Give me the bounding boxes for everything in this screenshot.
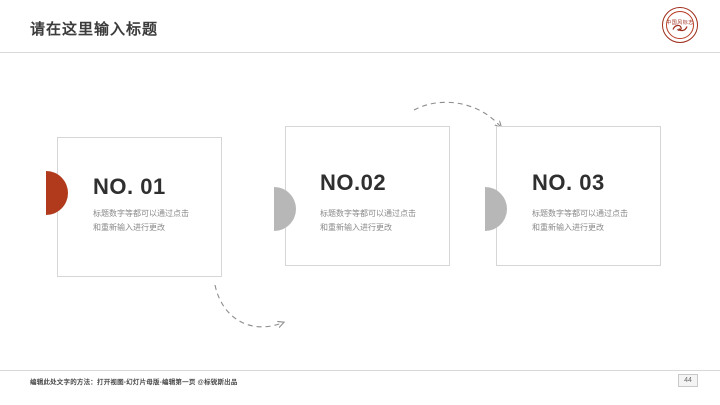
content-card-1[interactable] (57, 137, 222, 277)
page-title: 请在这里输入标题 (30, 21, 159, 38)
page-number-badge: 44 (678, 374, 698, 387)
content-card-2[interactable] (285, 126, 450, 266)
card-2-number[interactable]: NO.02 (320, 170, 387, 195)
brand-logo-swirl-icon (672, 24, 688, 31)
card-2-accent-shape (274, 187, 296, 231)
slide-header: 请在这里输入标题 中国风标志 (0, 0, 720, 53)
footer-divider (0, 370, 720, 371)
card-3-accent-shape (485, 187, 507, 231)
card-1-description[interactable]: 标题数字等都可以通过点击和重新输入进行更改 (93, 209, 189, 232)
card-3-number[interactable]: NO. 03 (532, 170, 605, 195)
brand-logo-text: 中国风标志 (666, 21, 694, 26)
brand-logo-inner-ring (666, 11, 694, 39)
card-1-number[interactable]: NO. 01 (93, 174, 166, 199)
footer-note: 编辑此处文字的方法：打开视图-幻灯片母版-编辑第一页 @标锐斯出品 (30, 379, 238, 386)
header-divider (0, 52, 720, 53)
brand-logo-icon: 中国风标志 (662, 7, 698, 43)
card-2-description[interactable]: 标题数字等都可以通过点击和重新输入进行更改 (320, 209, 416, 232)
card-1-accent-shape (46, 171, 68, 215)
content-card-3[interactable] (496, 126, 661, 266)
card-3-description[interactable]: 标题数字等都可以通过点击和重新输入进行更改 (532, 209, 628, 232)
